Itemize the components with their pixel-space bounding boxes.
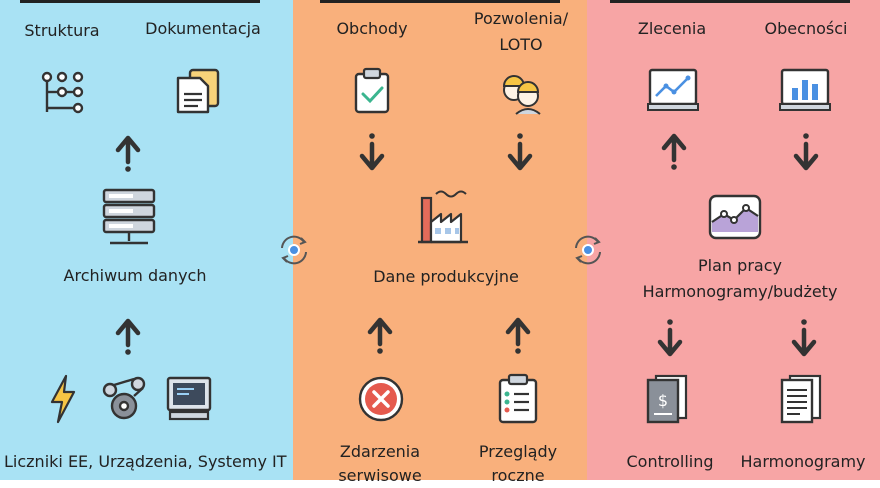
documents-icon [176,68,220,114]
label-struktura: Struktura [24,21,100,40]
panel-planning-topbar [610,0,850,3]
panel-planning [587,0,880,480]
label-zdarzenia: Zdarzenia [339,442,421,461]
monitor-chart-icon [647,68,699,111]
sync-icon [281,235,307,265]
arrow-down-icon [793,133,819,171]
arrow-up-icon [115,135,141,172]
invoice-icon: $ [646,374,688,424]
line-chart-icon [708,194,762,240]
sync-icon [575,235,601,265]
workers-icon [502,75,541,115]
label-liczniki: Liczniki EE, Urządzenia, Systemy IT [4,452,287,471]
checklist-icon [498,373,538,424]
arrow-down-icon [657,319,683,357]
label-serwisowe: serwisowe [338,466,422,485]
label-roczne: roczne [491,466,545,485]
label-harmonogramy: Harmonogramy [740,452,866,471]
org-chart-icon [41,71,84,114]
label-archiwum: Archiwum danych [63,266,207,285]
label-pozwolenia: Pozwolenia/ [473,9,569,28]
label-controlling: Controlling [626,452,714,471]
gears-icon [102,376,146,420]
label-obecnosci: Obecności [764,19,848,38]
panel-archive-topbar [20,0,260,3]
lightning-icon [50,374,76,424]
arrow-down-icon [507,133,533,171]
label-plan-pracy: Plan pracy [698,256,782,275]
cancel-icon [358,376,404,422]
label-zlecenia: Zlecenia [637,19,707,38]
arrow-up-icon [115,318,141,355]
server-icon [102,188,156,245]
arrow-down-icon [359,133,385,171]
arrow-up-icon [661,133,687,170]
svg-text:$: $ [658,391,668,410]
clipboard-check-icon [354,67,390,114]
label-dokumentacja: Dokumentacja [145,19,261,38]
document-icon [780,374,822,424]
label-harmonogramy-budzety: Harmonogramy/budżety [642,282,838,301]
factory-icon [418,190,468,244]
arrow-up-icon [505,317,531,354]
arrow-down-icon [791,319,817,357]
label-obchody: Obchody [336,19,408,38]
label-przeglady: Przeglądy [478,442,558,461]
computer-icon [166,376,212,421]
arrow-up-icon [367,317,393,354]
label-dane-produkcyjne: Dane produkcyjne [373,267,519,286]
label-loto: LOTO [499,35,543,54]
bar-chart-icon [779,68,831,111]
panel-production-topbar [320,0,560,3]
